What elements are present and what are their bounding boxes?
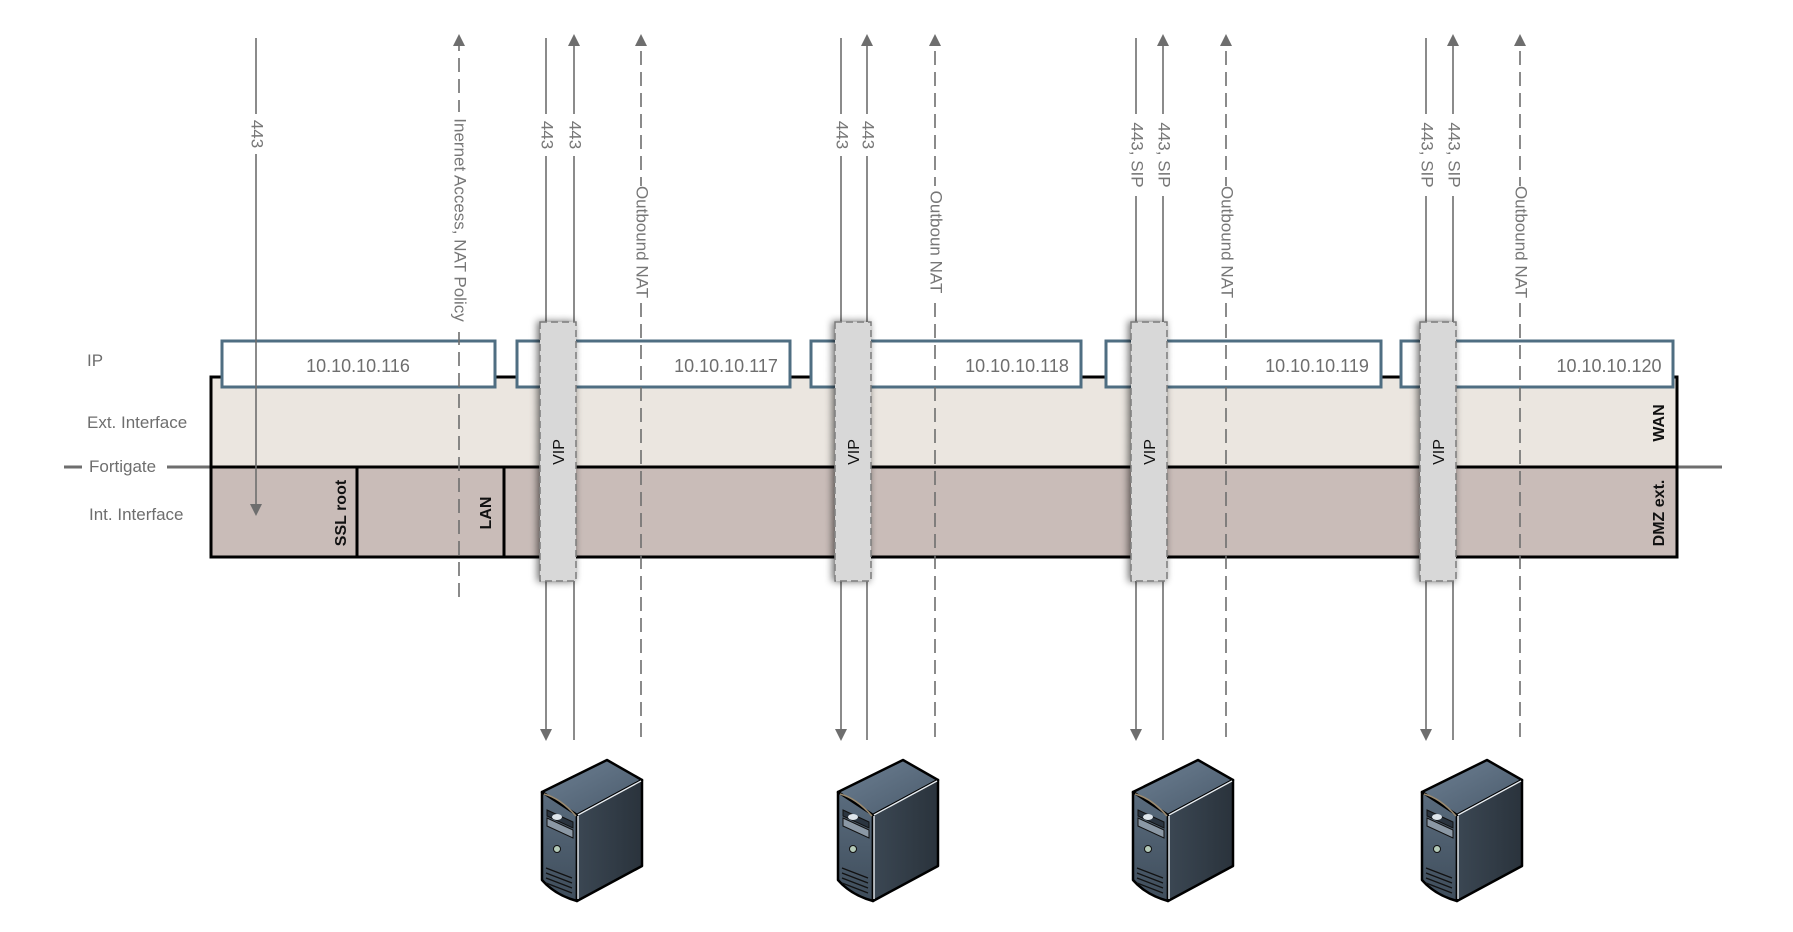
server-vent bbox=[1136, 867, 1164, 879]
vip-bar bbox=[539, 321, 577, 582]
label-mask bbox=[536, 114, 556, 156]
server-power-button bbox=[1433, 845, 1441, 853]
row-label-ip: IP bbox=[87, 351, 104, 370]
server-led bbox=[1432, 814, 1442, 820]
server-vent bbox=[841, 877, 869, 889]
server-led bbox=[552, 814, 562, 820]
vip-bar bbox=[834, 321, 872, 582]
server-vent bbox=[545, 882, 573, 894]
label-mask bbox=[631, 186, 651, 298]
server-power-button bbox=[849, 845, 857, 853]
label-mask bbox=[1510, 186, 1530, 298]
server-vent bbox=[1425, 877, 1453, 889]
return-flow-label: 443, SIP bbox=[1445, 122, 1464, 187]
ip-box-ssl bbox=[220, 339, 497, 389]
ip-address: 10.10.10.120 bbox=[1556, 356, 1661, 376]
ip-address: 10.10.10.117 bbox=[674, 356, 778, 376]
server-top-trim bbox=[839, 793, 873, 817]
row-label-int-interface: Int. Interface bbox=[89, 505, 184, 524]
outbound-nat-label: Outbound NAT bbox=[1512, 186, 1531, 298]
ip-address-ssl: 10.10.10.116 bbox=[306, 356, 410, 376]
server-led bbox=[1143, 814, 1153, 820]
server-drive-bay bbox=[1426, 817, 1454, 839]
label-mask bbox=[831, 114, 851, 156]
server-vent bbox=[1425, 882, 1453, 894]
server-column-4: 10.10.10.120 443, SIP 443, SIP Outbound NAT… bbox=[1399, 34, 1675, 903]
outbound-nat-label: Outboun NAT bbox=[927, 191, 946, 294]
zone-label-wan: WAN bbox=[1651, 404, 1668, 441]
server-edge-highlight bbox=[873, 780, 938, 816]
server-vent bbox=[1136, 882, 1164, 894]
server-power-button bbox=[553, 845, 561, 853]
inbound-flow-label: 443 bbox=[833, 121, 852, 149]
server-vent bbox=[545, 867, 573, 879]
label-mask bbox=[857, 114, 877, 156]
label-mask bbox=[1216, 186, 1236, 298]
return-flow-label: 443 bbox=[566, 121, 585, 149]
server-vent bbox=[841, 882, 869, 894]
server-icon bbox=[540, 758, 644, 903]
label-mask bbox=[449, 112, 469, 332]
server-drive-bay bbox=[546, 817, 574, 839]
server-edge-highlight bbox=[577, 780, 642, 816]
inbound-flow-label: 443, SIP bbox=[1418, 122, 1437, 187]
zone-label-dmz-ext: DMZ ext. bbox=[1651, 480, 1668, 547]
outbound-nat-label: Outbound NAT bbox=[633, 186, 652, 298]
label-mask bbox=[1126, 114, 1146, 196]
server-column-3: 10.10.10.119 443, SIP 443, SIP Outbound NAT… bbox=[1104, 34, 1383, 903]
label-mask bbox=[925, 186, 945, 298]
ip-address: 10.10.10.119 bbox=[1265, 356, 1369, 376]
server-vent bbox=[1136, 877, 1164, 889]
server-vent bbox=[841, 872, 869, 884]
server-edge-highlight bbox=[1168, 780, 1233, 816]
server-power-button bbox=[1144, 845, 1152, 853]
server-edge-highlight bbox=[1457, 780, 1522, 816]
row-label-fortigate: Fortigate bbox=[89, 457, 157, 476]
vip-label: VIP bbox=[1431, 439, 1448, 465]
server-vent bbox=[841, 867, 869, 879]
server-top-trim bbox=[1134, 793, 1168, 817]
label-mask bbox=[1416, 114, 1436, 196]
inbound-flow-label: 443, SIP bbox=[1128, 122, 1147, 187]
label-mask bbox=[246, 114, 266, 154]
server-icon bbox=[1131, 758, 1235, 903]
label-mask bbox=[1153, 114, 1173, 196]
server-vent bbox=[545, 877, 573, 889]
row-label-ext-interface: Ext. Interface bbox=[87, 413, 188, 432]
server-drive-bay bbox=[842, 817, 870, 839]
server-vent bbox=[545, 872, 573, 884]
label-mask bbox=[564, 114, 584, 156]
vip-label: VIP bbox=[1142, 439, 1159, 465]
server-top-trim bbox=[1423, 793, 1457, 817]
server-vent bbox=[1425, 872, 1453, 884]
zone-label-ssl-root: SSL root bbox=[333, 479, 350, 546]
inbound-flow-label: 443 bbox=[538, 121, 557, 149]
ssl-flow-label: 443 bbox=[248, 120, 267, 148]
int-interface-band bbox=[211, 467, 1677, 557]
label-mask bbox=[1443, 114, 1463, 196]
server-led bbox=[848, 814, 858, 820]
server-top-trim bbox=[543, 793, 577, 817]
ext-interface-band bbox=[211, 377, 1677, 467]
server-icon bbox=[836, 758, 940, 903]
zone-label-lan: LAN bbox=[478, 497, 495, 530]
server-drive-bay bbox=[1137, 817, 1165, 839]
vip-bar bbox=[1130, 321, 1168, 582]
server-vent bbox=[1425, 867, 1453, 879]
outbound-nat-label: Outbound NAT bbox=[1218, 186, 1237, 298]
return-flow-label: 443, SIP bbox=[1155, 122, 1174, 187]
vip-label: VIP bbox=[846, 439, 863, 465]
vip-bar bbox=[1419, 321, 1457, 582]
server-icon bbox=[1420, 758, 1524, 903]
vip-label: VIP bbox=[551, 439, 568, 465]
ip-address: 10.10.10.118 bbox=[965, 356, 1069, 376]
server-vent bbox=[1136, 872, 1164, 884]
return-flow-label: 443 bbox=[859, 121, 878, 149]
lan-internet-flow-label: Inernet Access, NAT Policy bbox=[451, 118, 470, 322]
